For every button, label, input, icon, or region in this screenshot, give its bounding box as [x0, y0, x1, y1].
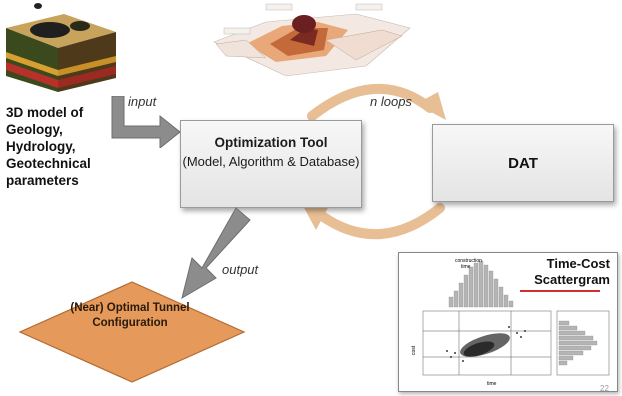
- svg-text:construction: construction: [455, 258, 482, 264]
- loop-arrow-bottom: [302, 203, 445, 240]
- scattergram-image: construction time cost time: [411, 258, 610, 387]
- loop-arrow-top: [307, 83, 446, 120]
- optimization-tool-subtitle: (Model, Algorithm & Database): [182, 154, 360, 169]
- svg-text:time: time: [461, 264, 471, 270]
- scattergram-title: Time-Cost Scattergram: [534, 256, 610, 287]
- tunnel-3d-render-image: [213, 3, 411, 77]
- input-arrow: [111, 96, 181, 148]
- geology-3d-model-image: [6, 3, 116, 92]
- result-diamond: [18, 281, 246, 383]
- svg-text:time: time: [487, 381, 497, 387]
- dat-box: DAT: [432, 124, 614, 202]
- n-loops-label: n loops: [370, 94, 412, 109]
- scattergram-title-underline: [520, 290, 600, 292]
- optimization-tool-title: Optimization Tool: [214, 135, 328, 150]
- result-label: (Near) Optimal Tunnel Configuration: [70, 302, 190, 329]
- page-number: 22: [600, 384, 609, 393]
- output-arrow: [181, 207, 251, 300]
- input-label: input: [128, 94, 157, 109]
- output-label: output: [222, 262, 259, 277]
- model-description-label: 3D model of Geology, Hydrology, Geotechn…: [6, 105, 91, 188]
- optimization-tool-box: Optimization Tool (Model, Algorithm & Da…: [180, 120, 362, 208]
- scattergram-panel: construction time cost time: [398, 252, 618, 392]
- svg-text:cost: cost: [411, 345, 417, 355]
